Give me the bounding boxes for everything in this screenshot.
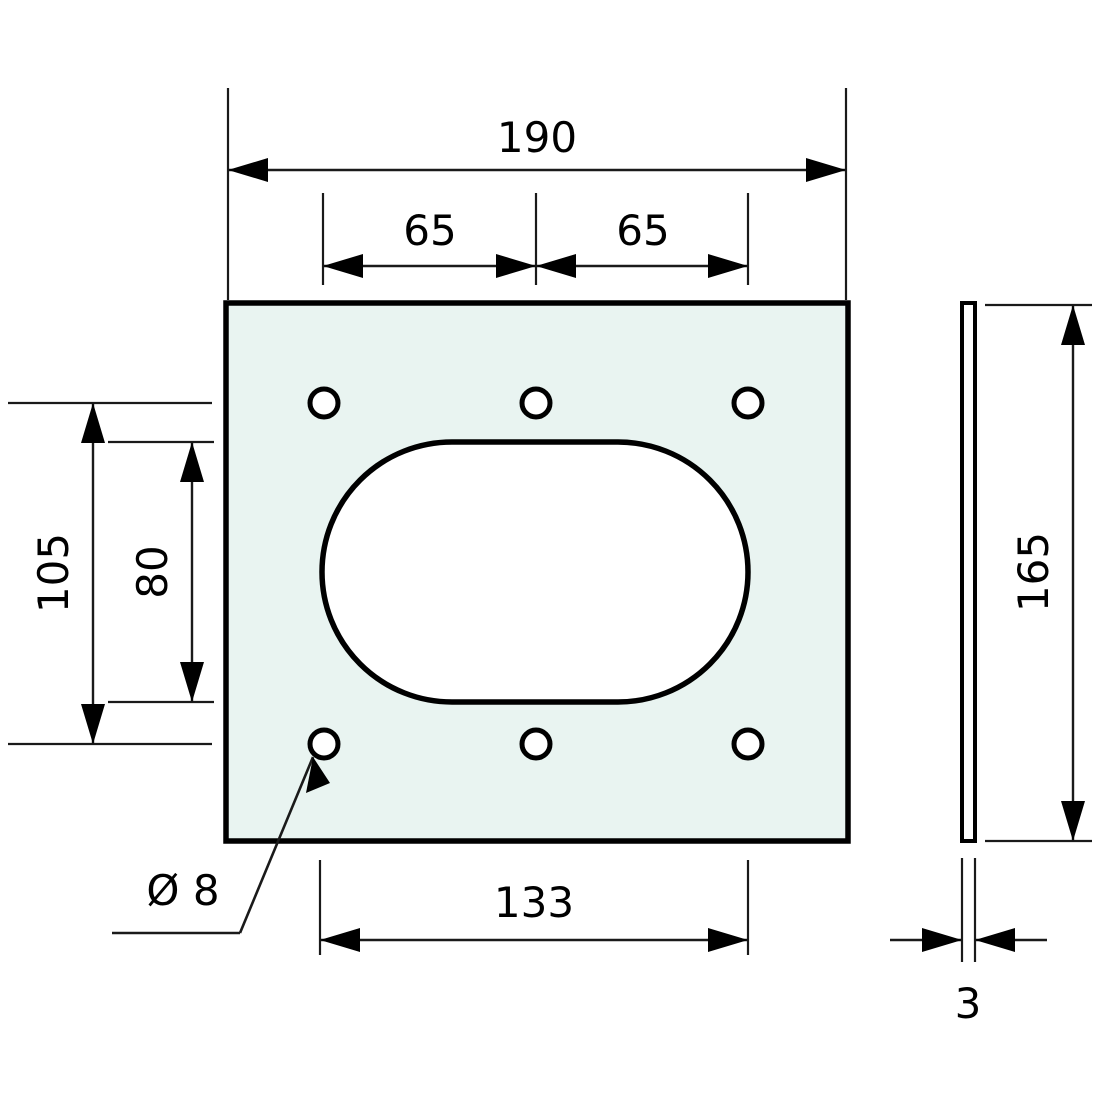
arrowhead-diameter-leader: [306, 757, 330, 793]
arrowhead-65-right-end: [708, 254, 748, 278]
callout-hole-diameter: Ø 8: [112, 756, 330, 935]
dim-text-65-left: 65: [403, 206, 456, 255]
arrowhead-133-left: [320, 928, 360, 952]
dimension-row-spacing: 105: [8, 401, 212, 746]
arrowhead-65-left-end: [496, 254, 536, 278]
arrowhead-165-top: [1061, 305, 1085, 345]
dimension-cutout-height: 80: [108, 440, 214, 704]
hole-bottom-center: [519, 727, 553, 761]
arrowhead-3-right: [975, 928, 1015, 952]
dim-text-3: 3: [955, 979, 982, 1028]
dim-text-133: 133: [494, 878, 574, 927]
hole-top-center: [519, 386, 553, 420]
arrowhead-80-top: [180, 442, 204, 482]
front-view-group: [223, 300, 851, 844]
arrowhead-133-right: [708, 928, 748, 952]
dimension-side-height: 165: [985, 303, 1092, 843]
dimension-hole-span: 133: [318, 860, 750, 955]
dim-text-65-right: 65: [616, 206, 669, 255]
arrowhead-65-left-start: [323, 254, 363, 278]
side-view-group: [960, 301, 977, 843]
arrowhead-105-bottom: [81, 704, 105, 744]
arrowhead-165-bottom: [1061, 801, 1085, 841]
arrowhead-105-top: [81, 403, 105, 443]
dimension-overall-width: 190: [226, 88, 848, 300]
arrowhead-3-left: [922, 928, 962, 952]
leader-slant-diameter: [238, 756, 315, 934]
dim-text-diameter: Ø 8: [146, 866, 219, 915]
hole-top-left: [307, 386, 341, 420]
arrowhead-65-right-start: [536, 254, 576, 278]
dimension-hole-pitch: 65 65: [321, 193, 750, 285]
dim-text-165: 165: [1009, 532, 1058, 612]
dim-text-80: 80: [128, 545, 177, 598]
arrowhead-left-190: [228, 158, 268, 182]
dimension-thickness: 3: [890, 858, 1047, 1028]
hole-top-right: [731, 386, 765, 420]
hole-bottom-left: [307, 727, 341, 761]
center-slot-cutout: [319, 439, 751, 705]
side-view-plate: [960, 301, 977, 843]
dim-text-190: 190: [497, 113, 577, 162]
arrowhead-right-190: [806, 158, 846, 182]
dim-text-105: 105: [29, 533, 78, 613]
arrowhead-80-bottom: [180, 662, 204, 702]
hole-bottom-right: [731, 727, 765, 761]
